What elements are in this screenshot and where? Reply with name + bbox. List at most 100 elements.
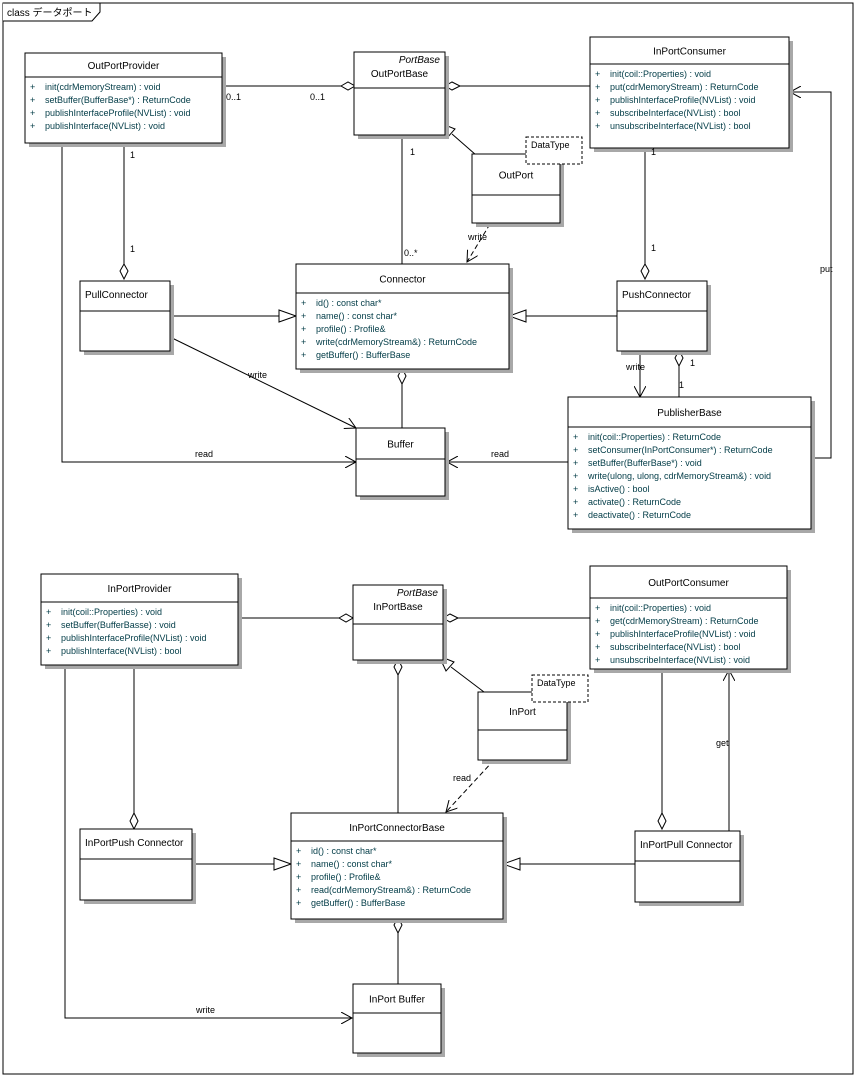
- class-box: [616, 280, 708, 352]
- gen-inport-base: [450, 666, 485, 693]
- class-name: OutPortConsumer: [648, 578, 729, 589]
- visibility-marker: +: [595, 121, 600, 131]
- class-inport: InPort DataType: [477, 674, 589, 764]
- visibility-marker: +: [573, 432, 578, 442]
- multiplicity-label: 1: [410, 147, 415, 157]
- class-box: [589, 565, 788, 670]
- class-operation: unsubscribeInterface(NVList) : bool: [610, 121, 751, 131]
- class-pull-connector: PullConnector: [79, 280, 174, 355]
- class-name: OutPortBase: [371, 69, 429, 80]
- class-box: [567, 396, 812, 530]
- visibility-marker: +: [595, 603, 600, 613]
- visibility-marker: +: [595, 69, 600, 79]
- multiplicity-label: 1: [130, 244, 135, 254]
- write-label: write: [247, 370, 267, 380]
- dep-inprovider-write: [64, 665, 352, 1018]
- class-inport-buffer: InPort Buffer: [352, 983, 445, 1057]
- class-operation: setBuffer(BufferBase*) : ReturnCode: [45, 95, 191, 105]
- read-label: read: [453, 773, 471, 783]
- class-operation: unsubscribeInterface(NVList) : void: [610, 655, 750, 665]
- visibility-marker: +: [595, 629, 600, 639]
- visibility-marker: +: [573, 471, 578, 481]
- dep-pull-write: [169, 336, 356, 428]
- visibility-marker: +: [573, 497, 578, 507]
- aggregation-diamond: [339, 81, 357, 91]
- template-parameter: DataType: [537, 678, 576, 688]
- class-box: [24, 52, 223, 144]
- visibility-marker: +: [573, 445, 578, 455]
- multiplicity-label: 0..1: [310, 92, 325, 102]
- class-name: InPort: [509, 707, 536, 718]
- aggregation-diamond: [129, 811, 139, 831]
- visibility-marker: +: [595, 655, 600, 665]
- get-label: get: [716, 738, 729, 748]
- visibility-marker: +: [573, 458, 578, 468]
- class-operation: init(coil::Properties) : void: [61, 607, 162, 617]
- connector-labels: 0..1 0..1 1 1 1 0..* 1 1 1 1 write write…: [130, 92, 833, 1015]
- class-outport-provider: OutPortProvider + init(cdrMemoryStream) : …: [24, 52, 226, 147]
- class-push-connector: PushConnector: [616, 280, 711, 355]
- visibility-marker: +: [46, 607, 51, 617]
- class-operation: publishInterface(NVList) : void: [45, 121, 165, 131]
- class-box: [290, 812, 504, 920]
- class-operation: id() : const char*: [316, 298, 382, 308]
- class-operation: init(coil::Properties) : void: [610, 69, 711, 79]
- class-operation: publishInterfaceProfile(NVList) : void: [610, 629, 756, 639]
- class-outport-consumer: OutPortConsumer+init(coil::Properties) :…: [589, 565, 791, 673]
- frame-title: class データポート: [7, 6, 93, 19]
- multiplicity-label: 0..*: [404, 248, 418, 258]
- class-name: InPortConnectorBase: [349, 823, 445, 834]
- visibility-marker: +: [46, 620, 51, 630]
- generalization-triangle: [273, 857, 293, 871]
- visibility-marker: +: [30, 95, 35, 105]
- write-label: write: [467, 232, 487, 242]
- class-operation: subscribeInterface(NVList) : bool: [610, 642, 741, 652]
- visibility-marker: +: [595, 108, 600, 118]
- class-operation: publishInterfaceProfile(NVList) : void: [45, 108, 191, 118]
- multiplicity-label: 1: [130, 150, 135, 160]
- visibility-marker: +: [296, 872, 301, 882]
- class-operation: setBuffer(BufferBasse) : void: [61, 620, 176, 630]
- visibility-marker: +: [595, 616, 600, 626]
- template-parameter-box: [525, 136, 583, 165]
- class-box: [353, 51, 446, 136]
- dep-provider-read: [61, 143, 356, 462]
- write-label: write: [195, 1005, 215, 1015]
- class-name: Buffer: [387, 440, 414, 451]
- generalization-triangle: [507, 309, 527, 323]
- visibility-marker: +: [296, 859, 301, 869]
- class-name: PushConnector: [622, 290, 692, 301]
- class-operation: profile() : Profile&: [311, 872, 381, 882]
- class-operation: name() : const char*: [316, 311, 398, 321]
- class-operation: init(cdrMemoryStream) : void: [45, 82, 161, 92]
- class-box: [295, 263, 510, 370]
- visibility-marker: +: [46, 633, 51, 643]
- class-inport-connector-base: InPortConnectorBase+id() : const char*+n…: [290, 812, 507, 923]
- class-connector: Connector+id() : const char*+name() : co…: [295, 263, 513, 373]
- class-name: InPortPull Connector: [640, 840, 733, 851]
- class-box: [355, 427, 446, 497]
- multiplicity-label: 1: [651, 147, 656, 157]
- class-box: [40, 573, 239, 666]
- multiplicity-label: 1: [690, 358, 695, 368]
- visibility-marker: +: [301, 311, 306, 321]
- put-label: put: [820, 264, 833, 274]
- class-name: InPortConsumer: [653, 47, 726, 58]
- class-operation: name() : const char*: [311, 859, 393, 869]
- class-box: [589, 36, 790, 149]
- generalization-triangle: [278, 309, 298, 323]
- visibility-marker: +: [595, 642, 600, 652]
- generalization-triangle: [501, 857, 521, 871]
- template-parameter-box: [531, 674, 589, 703]
- class-operation: get(cdrMemoryStream) : ReturnCode: [610, 616, 759, 626]
- class-name: PublisherBase: [657, 408, 722, 419]
- class-name: OutPortProvider: [88, 61, 160, 72]
- visibility-marker: +: [301, 324, 306, 334]
- template-parameter: DataType: [531, 140, 570, 150]
- class-box: [352, 983, 442, 1054]
- aggregation-diamond: [337, 613, 355, 623]
- class-stereotype: PortBase: [399, 55, 441, 66]
- class-operation: publishInterfaceProfile(NVList) : void: [61, 633, 207, 643]
